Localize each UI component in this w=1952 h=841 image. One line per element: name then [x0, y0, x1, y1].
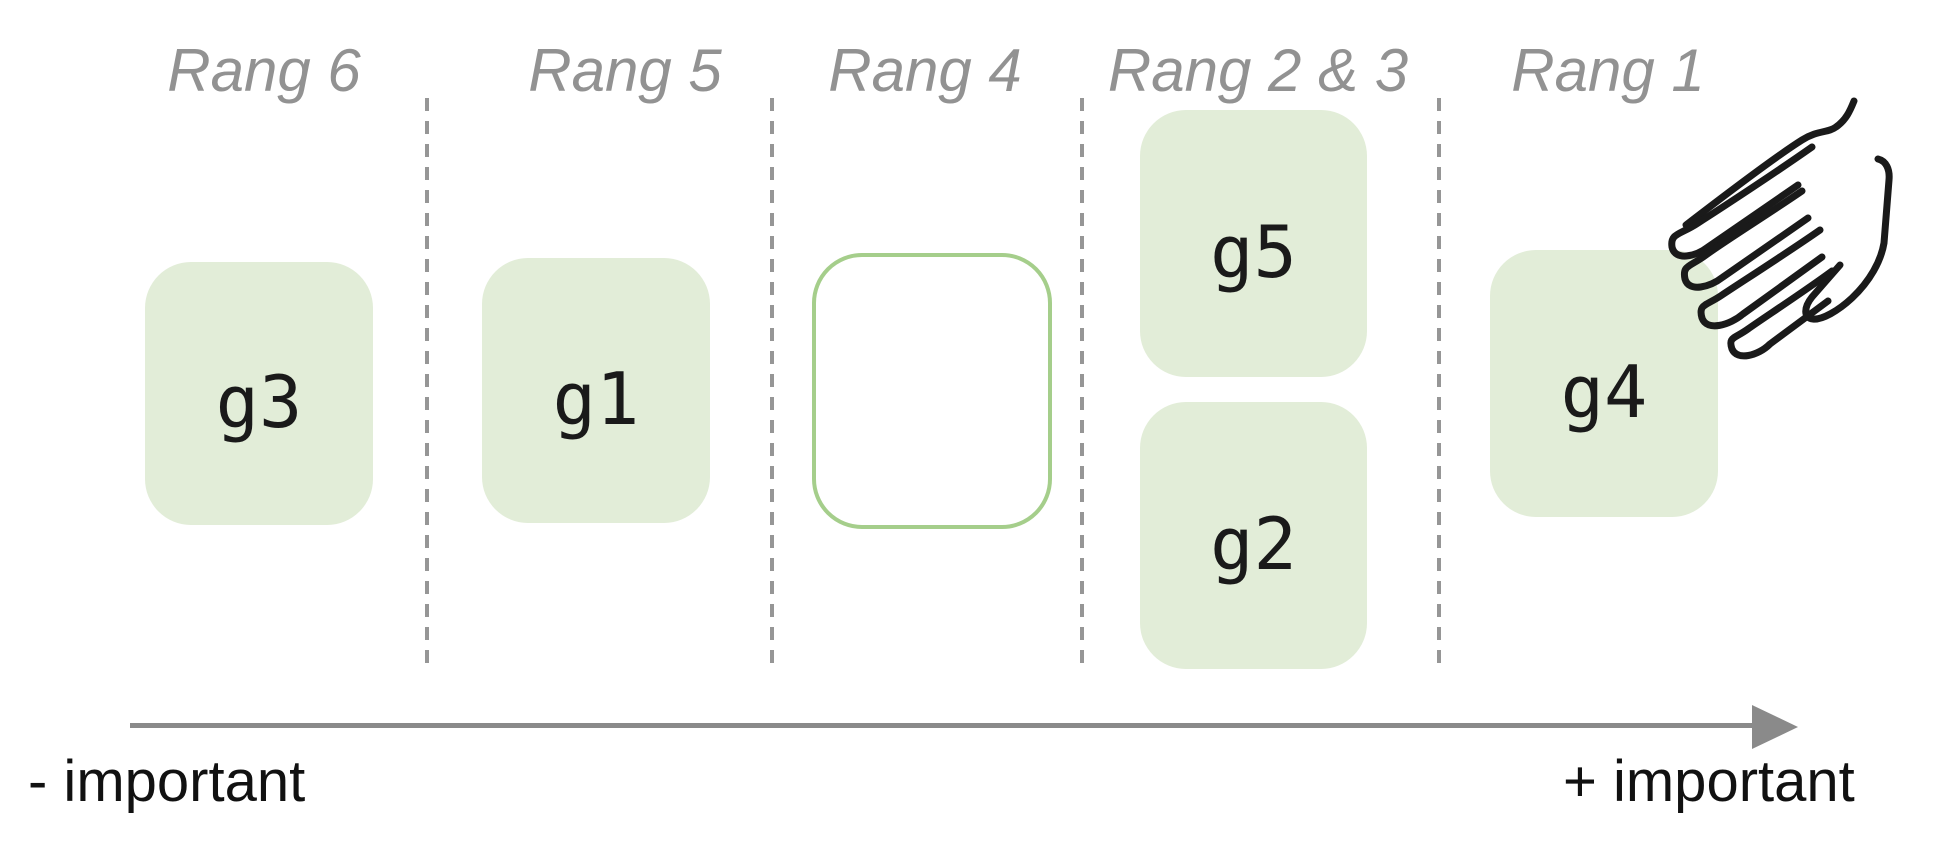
- axis-label-more-important: + important: [1563, 749, 1855, 814]
- column-divider: [425, 98, 429, 672]
- card-label: g1: [552, 356, 640, 441]
- card-label: g5: [1210, 209, 1297, 294]
- card-label: g3: [215, 359, 303, 444]
- card-g3[interactable]: g3: [145, 262, 373, 525]
- rank-header-rang2-3: Rang 2 & 3: [1107, 37, 1409, 104]
- rank-header-rang1: Rang 1: [1511, 37, 1705, 104]
- card-g4[interactable]: g4: [1490, 250, 1718, 517]
- importance-axis-line: [130, 723, 1754, 728]
- importance-axis-arrowhead: [1752, 705, 1798, 749]
- column-divider: [1080, 98, 1084, 672]
- axis-label-less-important: - important: [28, 749, 306, 814]
- card-g1[interactable]: g1: [482, 258, 710, 523]
- column-divider: [770, 98, 774, 672]
- card-g5[interactable]: g5: [1140, 110, 1367, 377]
- card-g2[interactable]: g2: [1140, 402, 1367, 669]
- card-label: g4: [1560, 349, 1648, 434]
- rank-header-rang6: Rang 6: [167, 37, 361, 104]
- card-label: g2: [1210, 501, 1297, 586]
- rank-header-rang4: Rang 4: [828, 37, 1022, 104]
- hand-drag-icon: [1668, 97, 1893, 360]
- rank-header-rang5: Rang 5: [528, 37, 722, 104]
- column-divider: [1437, 98, 1441, 672]
- empty-slot-rang4[interactable]: [812, 253, 1052, 529]
